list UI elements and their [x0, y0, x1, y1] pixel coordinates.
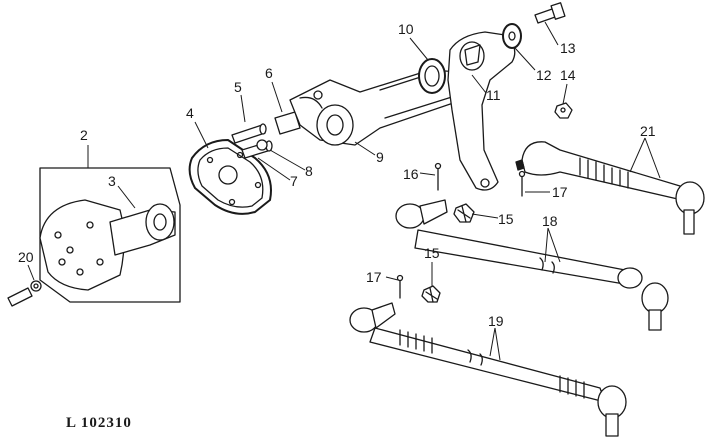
tie-rod-21 [515, 141, 705, 235]
callout-6: 6 [265, 65, 273, 81]
pin-5 [231, 123, 267, 144]
cotter-pin-17-upper [518, 170, 526, 197]
housing-flange [39, 199, 176, 291]
callout-5: 5 [234, 79, 242, 95]
callout-10: 10 [398, 21, 414, 37]
callout-15-upper: 15 [498, 211, 514, 227]
nut-15-lower [421, 285, 441, 303]
callout-2: 2 [80, 127, 88, 143]
tie-rod-19 [349, 302, 627, 437]
washer-8 [256, 139, 268, 151]
callout-17-lower: 17 [366, 269, 382, 285]
callout-18: 18 [542, 213, 558, 229]
callout-16: 16 [403, 166, 419, 182]
washer-12 [502, 23, 522, 49]
callout-13: 13 [560, 40, 576, 56]
callout-8: 8 [305, 163, 313, 179]
callout-3: 3 [108, 173, 116, 189]
callout-15-lower: 15 [424, 245, 440, 261]
callout-21: 21 [640, 123, 656, 139]
callout-17-upper: 17 [552, 184, 568, 200]
callout-20: 20 [18, 249, 34, 265]
drag-link-18 [395, 199, 669, 331]
nut-15-upper [453, 203, 475, 223]
callout-numbers: 2 3 4 5 6 7 8 9 10 11 12 13 14 15 15 16 … [18, 21, 656, 329]
gasket-4 [188, 139, 272, 215]
leader-lines [27, 21, 661, 361]
cotter-pin-16 [434, 162, 442, 191]
callout-7: 7 [290, 173, 298, 189]
nut-14 [554, 102, 573, 119]
bolt-13 [534, 2, 566, 24]
callout-12: 12 [536, 67, 552, 83]
drawing-reference: L 102310 [66, 415, 132, 431]
seal-10 [418, 58, 446, 94]
callout-14: 14 [560, 67, 576, 83]
bolt-20 [7, 280, 42, 307]
callout-11: 11 [486, 87, 501, 103]
callout-9: 9 [376, 149, 384, 165]
cotter-pin-17-lower [396, 274, 404, 299]
callout-4: 4 [186, 105, 194, 121]
housing-assembly-box [39, 167, 181, 303]
key-6 [274, 111, 301, 135]
callout-19: 19 [488, 313, 504, 329]
pitman-arm-11 [447, 31, 516, 191]
